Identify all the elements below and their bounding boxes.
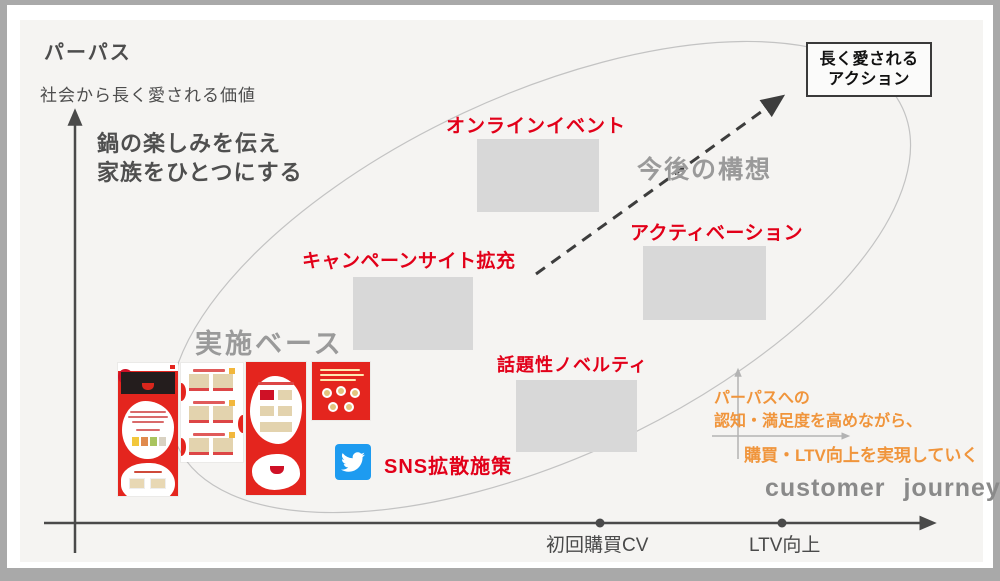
goal-action-box: 長く愛される アクション (806, 42, 932, 97)
purpose-heading: パーパス (44, 42, 132, 64)
thumbnail3-cloud-top (250, 376, 302, 444)
product-circle (328, 402, 338, 412)
product-circle (322, 388, 332, 398)
purpose-statement-line2: 家族をひとつにする (97, 160, 303, 186)
purpose-annotation-line1: パーパスへの (714, 390, 810, 407)
product-circle (344, 402, 354, 412)
goal-action-line1: 長く愛される (819, 50, 919, 68)
thumbnail1-textline (136, 429, 160, 431)
x-axis-tick-first-purchase-cv: 初回購買CV (546, 535, 649, 556)
purpose-statement: 鍋の楽しみを伝え 家族をひとつにする (97, 129, 317, 187)
food-photo (150, 478, 166, 489)
product-thumb (260, 390, 274, 400)
product-thumb (278, 406, 292, 416)
thumbnail1-textline (134, 471, 162, 473)
thumbnail1-textline (128, 416, 168, 418)
twitter-bird-glyph (341, 452, 365, 472)
measure-campaign-site-label: キャンペーンサイト拡充 (302, 251, 516, 272)
x-axis-tick-ltv: LTV向上 (749, 535, 821, 556)
purpose-statement-line1: 鍋の楽しみを伝え (97, 131, 282, 156)
product-thumb (132, 437, 139, 446)
purpose-annotation-line2: 認知・満足度を高めながら、 (714, 413, 923, 431)
product-thumb (150, 437, 157, 446)
campaign-page-thumbnail-4 (312, 362, 370, 420)
twitter-icon (335, 444, 371, 480)
thumbnail2-deco (238, 415, 243, 433)
thumbnail4-textline (320, 379, 356, 381)
thumbnail1-textline (132, 421, 164, 423)
measure-activation-label: アクティベーション (630, 223, 804, 244)
measure-novelty-label: 話題性ノベルティ (497, 355, 648, 375)
thumbnail4-textline (320, 369, 360, 371)
product-thumb (141, 437, 148, 446)
product-thumb (278, 390, 292, 400)
campaign-page-thumbnail-2 (181, 363, 243, 462)
thumbnail3-heading (258, 382, 294, 385)
product-thumb (260, 406, 274, 416)
food-photo (129, 478, 145, 489)
product-thumb (159, 437, 166, 446)
x-axis-title: customer journey (765, 474, 1000, 502)
recipe-row (189, 432, 235, 459)
product-circle (350, 388, 360, 398)
purpose-annotation: パーパスへの 認知・満足度を高めながら、 (714, 387, 944, 433)
goal-action-line2: アクション (828, 70, 910, 88)
implemented-zone-label: 実施ベース (195, 329, 344, 359)
recipe-row (189, 400, 235, 427)
activation-image-placeholder (643, 246, 766, 320)
purchase-ltv-annotation: 購買・LTV向上を実現していく (744, 446, 979, 465)
product-circle (336, 386, 346, 396)
thumbnail4-textline (320, 374, 364, 376)
campaign-page-thumbnail-1 (118, 363, 178, 496)
campaign-page-thumbnail-3 (246, 362, 306, 495)
measure-online-event-label: オンラインイベント (446, 116, 627, 137)
future-zone-label: 今後の構想 (637, 156, 773, 184)
pot-icon (142, 383, 154, 390)
online-event-image-placeholder (477, 139, 599, 212)
measure-sns-label: SNS拡散施策 (384, 456, 513, 478)
campaign-site-image-placeholder (353, 277, 473, 350)
thumbnail1-textline (130, 411, 166, 413)
product-thumb (260, 422, 292, 432)
thumbnail2-deco (181, 383, 186, 401)
novelty-image-placeholder (516, 380, 637, 452)
thumbnail2-deco (181, 438, 186, 456)
recipe-row (189, 368, 235, 395)
purpose-subtitle: 社会から長く愛される価値 (40, 86, 256, 105)
